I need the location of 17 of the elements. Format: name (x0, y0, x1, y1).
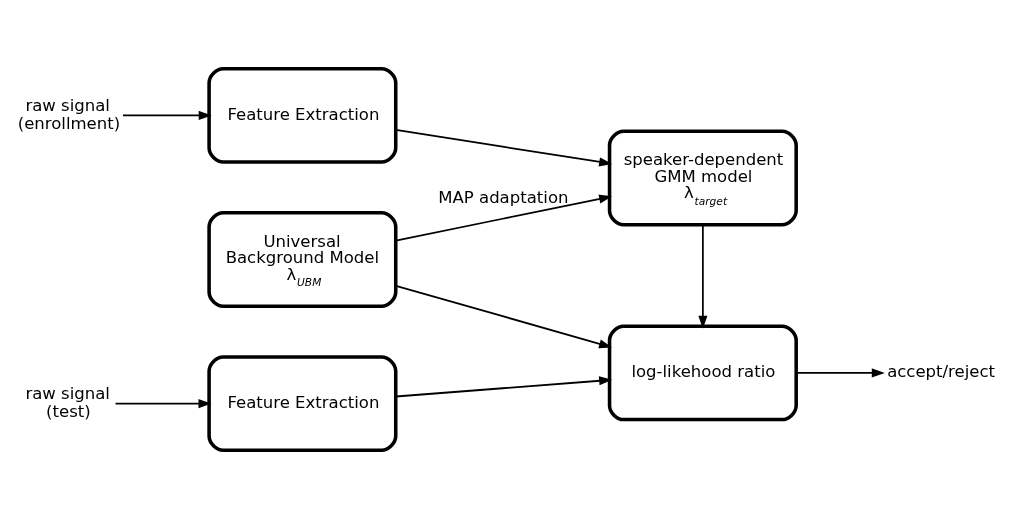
arrow (122, 110, 212, 120)
node-text: raw signal (enrollment) (17, 95, 121, 133)
arrow (395, 284, 613, 349)
node-box: speaker-dependent GMM model λ$_{target}$ (607, 129, 798, 227)
arrow (698, 223, 708, 329)
edge-label: MAP adaptation (438, 188, 569, 208)
arrow (395, 194, 613, 242)
arrow (114, 399, 212, 409)
node-box: Feature Extraction (207, 66, 398, 164)
node-box: Feature Extraction (207, 355, 398, 453)
node-box: Universal Background Model λ$_{UBM}$ (207, 211, 398, 308)
arrow (395, 129, 613, 167)
node-text: raw signal (test) (25, 384, 110, 421)
arrow (395, 376, 613, 398)
node-text: accept/reject (887, 362, 995, 382)
node-box: log-likehood ratio (607, 324, 798, 422)
arrow (795, 368, 885, 378)
